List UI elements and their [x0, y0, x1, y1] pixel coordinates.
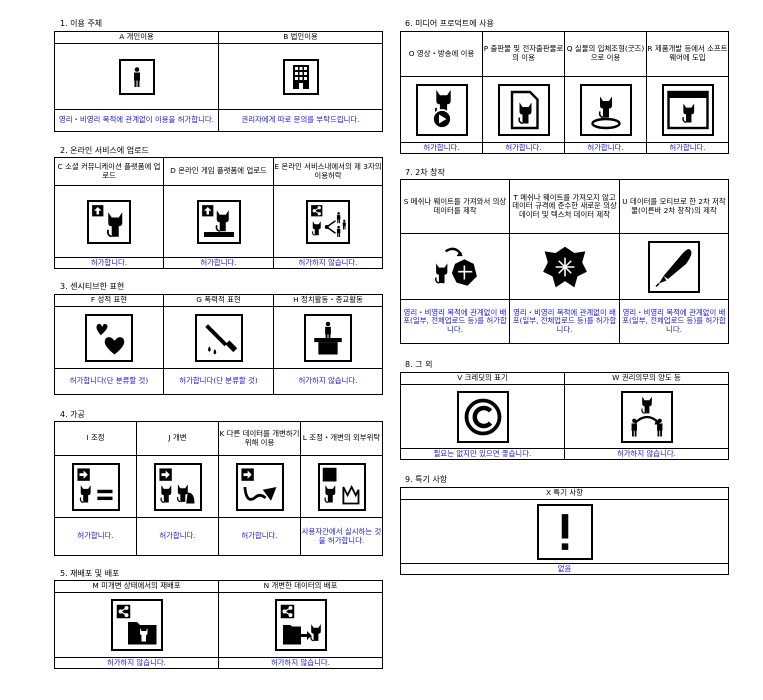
- section-title-online-upload: 2. 온라인 서비스에 업로드: [60, 146, 149, 155]
- section-title-processing: 4. 가공: [60, 410, 85, 419]
- col-head-unmodified-redistribution: M 미개변 상태에서의 재배포: [54, 580, 219, 593]
- share-people-icon: [306, 199, 350, 244]
- status-political: 허가하지 않습니다.: [273, 368, 383, 395]
- outsource-icon: [317, 462, 366, 511]
- status-outsource: 사용자간에서 실시하는 것을 허가합니다.: [300, 517, 383, 556]
- other-table: V 크레딧의 표기 W 권리의무의 양도 등 필요는 없지만 있으면 좋습니다.…: [400, 372, 729, 460]
- col-head-publication: P 출판물 및 전자출판물로의 이용: [482, 31, 565, 77]
- processing-table: I 조정 J 개변 K 다른 데이터를 개변하기 위해 이용 L 조정・개변의 …: [54, 421, 383, 556]
- col-head-outsource: L 조정・개변의 외부위탁: [300, 421, 383, 456]
- redistribute-icon: [110, 599, 163, 651]
- col-head-social-upload: C 소셜 커뮤니케이션 플랫폼에 업로드: [54, 157, 164, 186]
- section-title-usage-subject: 1. 이용 주체: [60, 19, 103, 28]
- section-title-redistribution: 5. 재배포 및 배포: [60, 569, 120, 578]
- redistribution-table: M 미개변 상태에서의 재배포 N 개변한 데이터의 배포 허가하지 않습니다.…: [54, 580, 383, 669]
- status-social-upload: 허가합니다.: [54, 257, 164, 269]
- section-title-notes: 9. 특기 사항: [405, 475, 448, 484]
- sensitive-table: F 성적 표현 G 폭력적 표현 H 정치활동・종교활동 허가합니다(단 분류할…: [54, 294, 383, 395]
- col-head-political: H 정치활동・종교활동: [273, 294, 383, 307]
- status-corporate: 권리자에게 따로 문의를 부탁드립니다.: [218, 109, 383, 132]
- status-third-party: 허가하지 않습니다.: [273, 257, 383, 269]
- status-video: 허가합니다.: [400, 142, 483, 154]
- hearts-icon: [85, 313, 133, 362]
- status-reuse: 허가합니다.: [218, 517, 301, 556]
- status-adjust: 허가합니다.: [54, 517, 137, 556]
- col-head-transfer: W 권리의무의 양도 등: [564, 372, 729, 385]
- col-head-notes: X 특기 사항: [400, 487, 729, 500]
- exclamation-icon: [536, 503, 593, 560]
- col-head-mesh: S 메쉬나 웨이트를 가져와서 의상 데이터를 제작: [400, 179, 510, 234]
- col-head-personal-use: A 개인이용: [54, 31, 219, 44]
- building-icon: [282, 58, 319, 95]
- cell-icon-personal: [54, 43, 219, 110]
- status-violent: 허가합니다(단 분류할 것): [163, 368, 274, 395]
- status-publication: 허가합니다.: [482, 142, 565, 154]
- publication-icon: [497, 83, 550, 136]
- copyright-icon: [456, 390, 509, 443]
- status-credit: 필요는 없지만 있으면 좋습니다.: [400, 448, 565, 460]
- online-upload-table: C 소셜 커뮤니케이션 플랫폼에 업로드 D 온라인 게임 플랫폼에 업로드 E…: [54, 157, 383, 269]
- software-icon: [661, 83, 714, 136]
- usage-subject-table: A 개인이용 B 법인이용 영리・비영리 목적에 관계없이 이용을 허가합니다.…: [54, 31, 383, 132]
- pen-icon: [648, 240, 700, 293]
- col-head-adjust: I 조정: [54, 421, 137, 456]
- col-head-software: R 제품개발 등에서 소프트웨어에 도입: [646, 31, 729, 77]
- status-mesh: 영리・비영리 목적에 관계없이 배포(일부, 전체업로드 등)를 허가합니다.: [400, 299, 510, 344]
- upload-cat-icon: [87, 199, 131, 244]
- cloth-icon: [540, 242, 590, 292]
- video-icon: [415, 83, 468, 136]
- col-head-credit: V 크레딧의 표기: [400, 372, 565, 385]
- status-modified-distribution: 허가하지 않습니다.: [218, 657, 383, 669]
- transfer-icon: [620, 390, 673, 443]
- col-head-third-party: E 온라인 서비스내에서의 제 3자의 이용허락: [273, 157, 383, 186]
- mesh-icon: [430, 242, 480, 292]
- status-figure: 허가합니다.: [564, 142, 647, 154]
- col-head-sexual: F 성적 표현: [54, 294, 164, 307]
- status-personal: 영리・비영리 목적에 관계없이 이용을 허가합니다.: [54, 109, 219, 132]
- distribute-modified-icon: [274, 599, 327, 651]
- status-fanwork: 영리・비영리 목적에 관계없이 배포(일부, 전체업로드 등)를 허가합니다.: [619, 299, 729, 344]
- status-game-upload: 허가합니다.: [163, 257, 274, 269]
- status-modify: 허가합니다.: [136, 517, 219, 556]
- status-sexual: 허가합니다(단 분류할 것): [54, 368, 164, 395]
- col-head-new-clothing: T 메쉬나 웨이트를 가져오지 않고 데이터 규격에 준수한 새로운 의상 데이…: [509, 179, 620, 234]
- section-title-sensitive: 3. 센시티브한 표현: [60, 282, 125, 291]
- section-title-media-product: 6. 미디어 프로덕트에 사용: [405, 19, 494, 28]
- col-head-figure: Q 실물의 입체조형(굿즈)으로 이용: [564, 31, 647, 77]
- col-head-violent: G 폭력적 표현: [163, 294, 274, 307]
- figure-icon: [579, 83, 632, 136]
- reuse-icon: [235, 462, 284, 511]
- status-unmodified-redistribution: 허가하지 않습니다.: [54, 657, 219, 669]
- col-head-reuse: K 다른 데이터를 개변하기 위해 이용: [218, 421, 301, 456]
- col-head-modify: J 개변: [136, 421, 219, 456]
- col-head-fanwork: U 데이터를 모티브로 한 2차 저작물(이른바 2차 창작)의 제작: [619, 179, 729, 234]
- section-title-other: 8. 그 외: [405, 360, 433, 369]
- col-head-corporate-use: B 법인이용: [218, 31, 383, 44]
- status-software: 허가합니다.: [646, 142, 729, 154]
- status-notes: 없음: [400, 563, 729, 575]
- col-head-video: O 영상・방송에 이용: [400, 31, 483, 77]
- section-title-derivative: 7. 2차 창작: [405, 168, 445, 177]
- col-head-modified-distribution: N 개변한 데이터의 배포: [218, 580, 383, 593]
- modify-icon: [153, 462, 202, 511]
- adjust-icon: [71, 462, 120, 511]
- derivative-table: S 메쉬나 웨이트를 가져와서 의상 데이터를 제작 T 메쉬나 웨이트를 가져…: [400, 179, 729, 344]
- status-new-clothing: 영리・비영리 목적에 관계없이 배포(일부, 전체업로드 등)를 허가합니다.: [509, 299, 620, 344]
- status-transfer: 허가하지 않습니다.: [564, 448, 729, 460]
- knife-icon: [194, 313, 243, 362]
- media-product-table: O 영상・방송에 이용 P 출판물 및 전자출판물로의 이용 Q 실물의 입체조…: [400, 31, 729, 154]
- upload-game-icon: [196, 199, 241, 244]
- col-head-game-upload: D 온라인 게임 플랫폼에 업로드: [163, 157, 274, 186]
- person-icon: [118, 58, 155, 95]
- cell-icon-corporate: [218, 43, 383, 110]
- notes-table: X 특기 사항 없음: [400, 487, 729, 575]
- podium-icon: [304, 313, 352, 362]
